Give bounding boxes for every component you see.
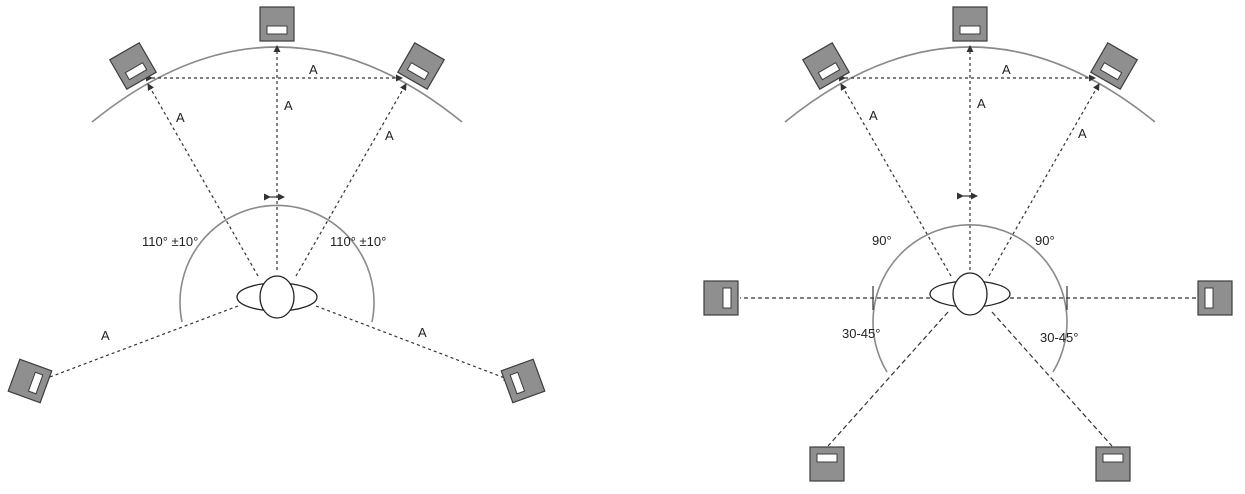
label-a-surround-left: A bbox=[101, 328, 110, 343]
speaker-center bbox=[952, 6, 988, 42]
angle-label-left-30-45: 30-45° bbox=[842, 326, 880, 341]
speaker-front-left bbox=[108, 41, 158, 91]
angle-label-right-30-45: 30-45° bbox=[1040, 330, 1078, 345]
listening-arc bbox=[179, 204, 375, 323]
speaker-rear-right bbox=[1095, 446, 1131, 482]
distance-line-surround-right bbox=[315, 305, 511, 382]
speaker-front-right bbox=[1089, 41, 1139, 91]
label-a-center: A bbox=[284, 98, 293, 113]
listener-head bbox=[236, 275, 318, 319]
distance-line-right bbox=[295, 83, 407, 277]
label-a-left: A bbox=[869, 108, 878, 123]
angle-label-left-90: 90° bbox=[872, 233, 892, 248]
speaker-rear-left bbox=[809, 446, 845, 482]
angle-label-right-90: 90° bbox=[1035, 233, 1055, 248]
label-a-left: A bbox=[176, 110, 185, 125]
distance-line-right bbox=[988, 83, 1100, 277]
speaker-side-right bbox=[1197, 280, 1233, 316]
speaker-center bbox=[259, 6, 295, 42]
speaker-side-left bbox=[703, 280, 739, 316]
label-a-right: A bbox=[385, 128, 394, 143]
distance-line-rear-right bbox=[991, 311, 1113, 447]
speaker-surround-right bbox=[500, 358, 546, 404]
speaker-surround-left bbox=[7, 358, 53, 404]
distance-line-left bbox=[147, 83, 259, 277]
angle-label-right: 110° ±10° bbox=[330, 234, 386, 249]
label-a-front-span: A bbox=[309, 62, 318, 77]
seven-speaker-layout: A A A A 90° 90° 30-45° 30-45° bbox=[703, 6, 1233, 482]
five-speaker-layout: A A A A A A 110° ±10° 110° ±10° bbox=[7, 6, 546, 404]
listening-arc bbox=[872, 224, 1068, 373]
distance-line-rear-left bbox=[827, 311, 949, 447]
distance-line-left bbox=[840, 83, 952, 277]
distance-line-surround-left bbox=[41, 305, 239, 382]
label-a-center: A bbox=[977, 96, 986, 111]
speaker-front-right bbox=[396, 41, 446, 91]
angle-label-left: 110° ±10° bbox=[142, 234, 198, 249]
label-a-surround-right: A bbox=[418, 325, 427, 340]
label-a-front-span: A bbox=[1002, 62, 1011, 77]
label-a-right: A bbox=[1078, 126, 1087, 141]
speaker-front-left bbox=[801, 41, 851, 91]
listener-head bbox=[929, 272, 1011, 316]
